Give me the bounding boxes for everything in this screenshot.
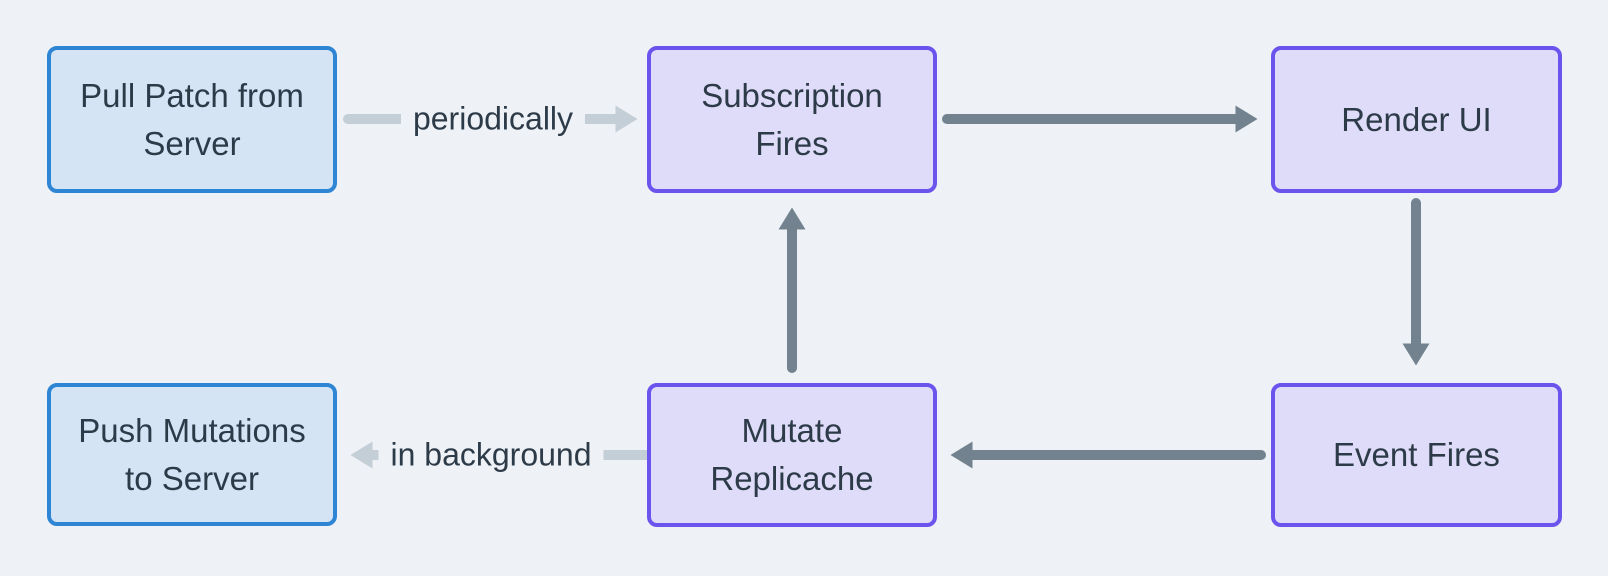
edge-label-in-background: in background	[378, 434, 604, 476]
node-push-mutations-to-server: Push Mutations to Server	[47, 383, 337, 526]
edge-label-periodically: periodically	[400, 98, 586, 140]
node-render-ui: Render UI	[1271, 46, 1562, 193]
node-pull-patch-from-server: Pull Patch from Server	[47, 46, 337, 193]
node-mutate-replicache: Mutate Replicache	[647, 383, 937, 527]
node-subscription-fires: Subscription Fires	[647, 46, 937, 193]
node-event-fires: Event Fires	[1271, 383, 1562, 527]
